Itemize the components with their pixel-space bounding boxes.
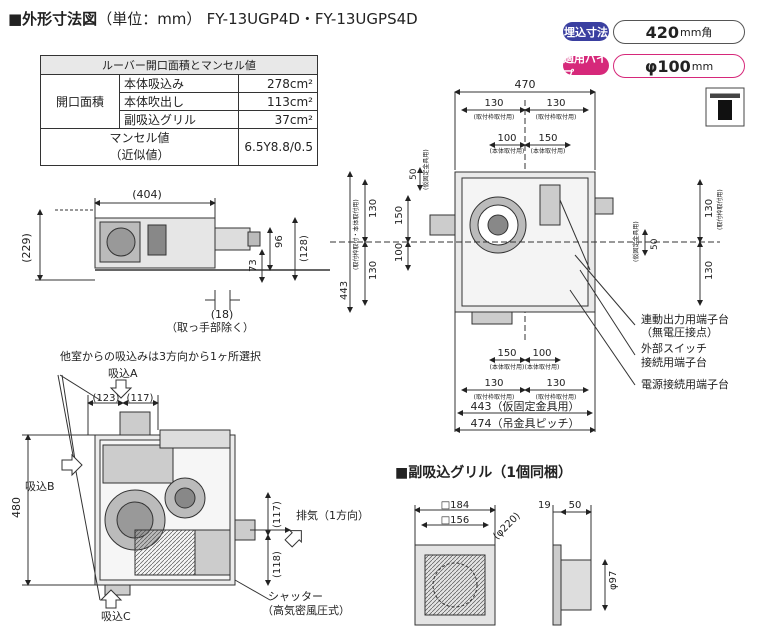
munsell-value: 6.5Y8.8/0.5 (238, 128, 318, 166)
spec-group-label: 開口面積 (40, 74, 120, 129)
callout-external-switch: 外部スイッチ (641, 341, 707, 355)
plan-view (22, 374, 291, 601)
front-dim-r130a: 130 (368, 199, 379, 218)
side-view (35, 198, 330, 310)
front-dim-100: 100 (497, 133, 516, 144)
front-view (330, 89, 720, 433)
callout-terminal-interlock: 連動出力用端子台 (641, 312, 729, 326)
front-dim-130a: 130 (484, 98, 503, 109)
grille-dim-19: 19 (538, 500, 551, 511)
ceiling-mount-icon (705, 87, 745, 127)
front-body-note-2: (本体取付用) (531, 147, 566, 155)
bottom-fix-note-2: (取付枠取付用) (536, 393, 577, 401)
grille-dim-97: φ97 (608, 571, 619, 590)
suction-b-arrow (61, 453, 83, 477)
plan-note: 他室からの吸込みは3方向から1ヶ所選択 (60, 349, 261, 363)
bottom-dim-150: 150 (497, 348, 516, 359)
grille-dim-220: (φ220) (491, 511, 523, 543)
side-dim-width: (404) (132, 188, 162, 201)
side-dim-height: (229) (20, 233, 33, 263)
front-left-note: (取付枠取付・本体取付用) (352, 199, 360, 270)
side-dim-18: (18) (211, 308, 234, 321)
munsell-label: マンセル値（近似値） (40, 128, 239, 166)
bottom-dim-100: 100 (532, 348, 551, 359)
suction-a-arrow (109, 379, 133, 399)
spec-table: ルーバー開口面積とマンセル値 開口面積 本体吸込み 278cm² 本体吹出し 1… (40, 55, 318, 166)
side-dim-73: 73 (248, 259, 259, 272)
bottom-dim-130a: 130 (484, 378, 503, 389)
bottom-dim-443: 443（仮固定金具用） (471, 399, 580, 413)
front-50-note: (仮固定金具用) (422, 149, 430, 190)
front-dim-470: 470 (515, 78, 536, 91)
grille-dim-50: 50 (569, 500, 582, 511)
front-dim-150v: 150 (394, 206, 405, 225)
callout-terminal-interlock-note: （無電圧接点） (641, 325, 718, 339)
callout-external-switch-terminal: 接続用端子台 (641, 355, 707, 369)
bottom-dim-130b: 130 (546, 378, 565, 389)
shutter-label: シャッター (268, 590, 323, 603)
front-fix-note-2: (取付枠取付用) (536, 113, 577, 121)
callout-power-terminal: 電源接続用端子台 (641, 377, 729, 391)
front-rr-note: (取付枠取付用) (716, 189, 724, 230)
plan-dim-118: (118) (272, 551, 283, 578)
plan-dim-123: (123) (93, 393, 120, 404)
front-fix-note: (取付枠取付用) (474, 113, 515, 121)
exhaust-arrow (284, 530, 302, 548)
front-dim-r50: 50 (650, 238, 660, 250)
spec-table-header: ルーバー開口面積とマンセル値 (40, 55, 318, 75)
front-dim-rr130a: 130 (704, 199, 715, 218)
front-dim-150: 150 (538, 133, 557, 144)
exhaust-label: 排気（1方向） (296, 508, 369, 522)
front-r50-note: (仮固定金具用) (632, 221, 640, 262)
front-body-note: (本体取付用) (490, 147, 525, 155)
plan-dim-117v: (117) (272, 501, 283, 528)
plan-dim-480: 480 (10, 497, 23, 518)
front-dim-100v: 100 (394, 243, 405, 262)
spec-row-value: 278cm² (238, 74, 318, 93)
side-dim-128: (128) (299, 235, 310, 262)
front-dim-443: 443 (339, 281, 350, 300)
suction-c-label: 吸込C (101, 610, 131, 623)
side-handle-note: （取っ手部除く） (166, 320, 254, 334)
plan-dim-117: (117) (127, 393, 154, 404)
bottom-body-note-2: (本体取付用) (525, 363, 560, 371)
sub-grille-title: ■副吸込グリル（1個同梱） (395, 464, 572, 481)
suction-b-label: 吸込B (25, 480, 55, 493)
side-dim-96: 96 (274, 235, 285, 248)
spec-row-name: 本体吹出し (119, 92, 239, 111)
suction-c-arrow (99, 589, 123, 609)
sub-grille-drawing (414, 505, 608, 626)
bottom-fix-note: (取付枠取付用) (474, 393, 515, 401)
front-dim-50: 50 (409, 168, 419, 180)
bottom-body-note: (本体取付用) (490, 363, 525, 371)
front-dim-130b: 130 (546, 98, 565, 109)
front-dim-r130b: 130 (368, 261, 379, 280)
grille-dim-184: □184 (441, 500, 470, 511)
bottom-dim-474: 474（吊金具ピッチ） (471, 416, 580, 430)
shutter-note: （高気密風圧式） (262, 603, 350, 617)
suction-a-label: 吸込A (108, 367, 138, 380)
page-title: ■外形寸法図（単位：mm） FY-13UGP4D・FY-13UGPS4D (8, 10, 418, 28)
embed-size-badge: 埋込寸法 (563, 22, 609, 41)
grille-dim-156: □156 (441, 515, 470, 526)
spec-row-name: 副吸込グリル (119, 110, 239, 129)
front-dim-rr130b: 130 (704, 261, 715, 280)
